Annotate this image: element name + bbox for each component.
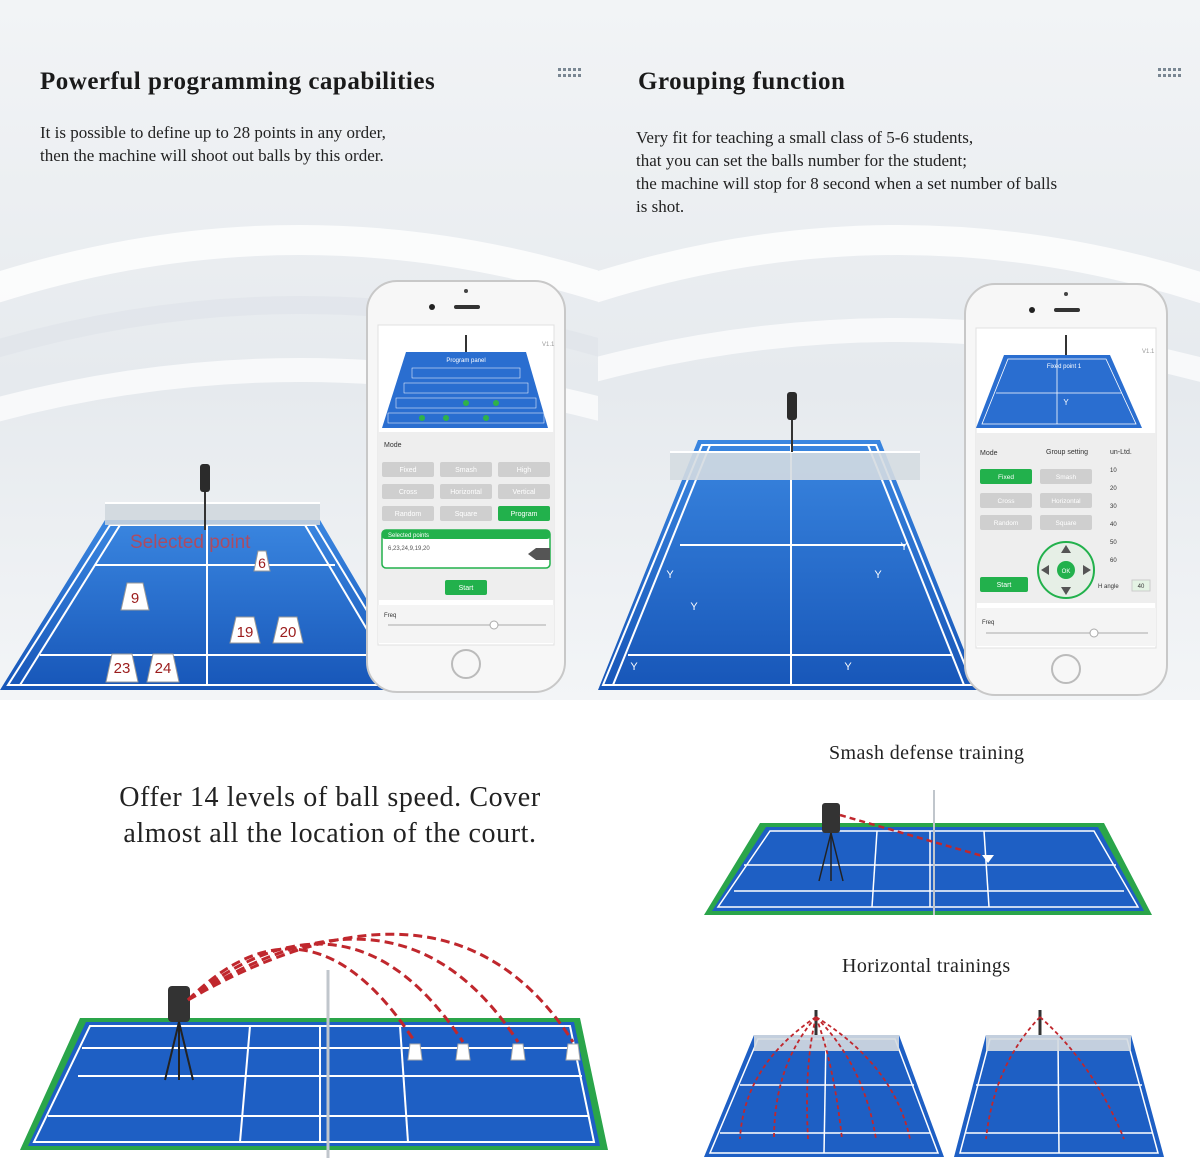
svg-text:Random: Random: [994, 520, 1019, 527]
svg-text:Fixed: Fixed: [998, 474, 1014, 481]
svg-text:Y: Y: [666, 569, 674, 581]
svg-text:Y: Y: [844, 661, 852, 673]
svg-text:V1.1: V1.1: [542, 342, 555, 348]
shuttle-6: 6: [253, 550, 271, 572]
svg-text:High: High: [517, 467, 532, 474]
grouping-description: Very fit for teaching a small class of 5…: [636, 128, 1058, 216]
svg-text:6,23,24,9,19,20: 6,23,24,9,19,20: [388, 546, 430, 552]
svg-text:6: 6: [258, 555, 266, 571]
svg-text:Freq: Freq: [982, 620, 994, 626]
court-surface: [0, 520, 420, 690]
grid-dots-icon: [1158, 68, 1181, 77]
svg-text:Mode: Mode: [980, 450, 998, 457]
svg-text:Square: Square: [455, 511, 478, 518]
svg-text:Mode: Mode: [384, 442, 402, 449]
svg-text:Program: Program: [511, 511, 538, 518]
svg-text:Y: Y: [630, 661, 638, 673]
svg-text:Freq: Freq: [384, 613, 396, 619]
programming-panel: Powerful programming capabilities It is …: [0, 0, 598, 700]
svg-text:Program panel: Program panel: [446, 358, 485, 364]
svg-text:20: 20: [1110, 486, 1117, 492]
grouping-title: Grouping function: [638, 68, 846, 95]
svg-text:Horizontal: Horizontal: [450, 489, 482, 496]
svg-text:Start: Start: [997, 582, 1012, 589]
net: [105, 503, 320, 525]
svg-text:40: 40: [1110, 522, 1117, 528]
selected-point-label: Selected point: [130, 532, 251, 553]
svg-text:60: 60: [1110, 558, 1117, 564]
svg-text:Y: Y: [900, 541, 908, 553]
horizontal-court-illustration: [704, 1010, 1164, 1157]
svg-text:Vertical: Vertical: [513, 489, 536, 496]
svg-text:OK: OK: [1062, 569, 1071, 575]
shuttle-19: 19: [229, 616, 261, 644]
grid-dots-icon: [558, 68, 581, 77]
svg-text:Horizontal: Horizontal: [1051, 498, 1081, 505]
svg-text:40: 40: [1138, 584, 1145, 590]
shuttle-24: 24: [146, 653, 180, 683]
svg-text:Y: Y: [874, 569, 882, 581]
shuttle-9: 9: [120, 582, 150, 611]
svg-text:23: 23: [114, 660, 131, 677]
smash-caption: Smash defense training: [829, 742, 1025, 764]
svg-text:H angle: H angle: [1098, 584, 1119, 590]
svg-text:un-Ltd.: un-Ltd.: [1110, 449, 1132, 456]
shuttle-machine-icon: [200, 464, 210, 492]
smash-court-illustration: [704, 790, 1152, 915]
svg-text:19: 19: [237, 624, 254, 641]
svg-text:Square: Square: [1056, 520, 1077, 527]
svg-text:30: 30: [1110, 504, 1117, 510]
svg-text:Fixed: Fixed: [399, 467, 416, 474]
net-group: [670, 452, 920, 480]
shuttle-20: 20: [272, 616, 304, 644]
svg-text:V1.1: V1.1: [1142, 349, 1155, 355]
svg-text:Group setting: Group setting: [1046, 449, 1088, 456]
svg-text:Random: Random: [395, 511, 422, 518]
svg-text:9: 9: [131, 590, 139, 607]
program-phone: V1.1 Program panel Mode Fixed Smash High…: [366, 280, 566, 693]
svg-text:Cross: Cross: [998, 498, 1016, 505]
svg-text:Selected points: Selected points: [388, 533, 429, 539]
svg-text:10: 10: [1110, 468, 1117, 474]
svg-text:Smash: Smash: [1056, 474, 1077, 481]
grouping-panel: Y Y Y Y Y Y Grouping function Very fit for te…: [598, 0, 1200, 700]
group-phone: V1.1 Fixed point 1 Y Mode Group setting …: [964, 283, 1168, 696]
speed-description: Offer 14 levels of ball speed. Cover alm…: [119, 782, 541, 849]
horizontal-caption: Horizontal trainings: [842, 955, 1011, 977]
svg-text:Y: Y: [690, 601, 698, 613]
svg-text:Start: Start: [459, 585, 474, 592]
svg-text:24: 24: [155, 660, 172, 677]
svg-text:20: 20: [280, 624, 297, 641]
svg-text:50: 50: [1110, 540, 1117, 546]
programming-title: Powerful programming capabilities: [40, 68, 436, 95]
shuttle-23: 23: [105, 653, 139, 683]
svg-text:Fixed point 1: Fixed point 1: [1047, 364, 1082, 370]
court-surface-group: [598, 440, 980, 690]
speed-court-illustration: [20, 932, 608, 1158]
svg-text:Y: Y: [1063, 398, 1069, 407]
shuttle-machine-group-icon: [787, 392, 797, 420]
programming-description: It is possible to define up to 28 points…: [40, 123, 386, 165]
svg-text:Smash: Smash: [455, 467, 477, 474]
programming-court-overlay: Selected point 6 9 19 20 23 24: [105, 532, 304, 683]
svg-text:Cross: Cross: [399, 489, 418, 496]
